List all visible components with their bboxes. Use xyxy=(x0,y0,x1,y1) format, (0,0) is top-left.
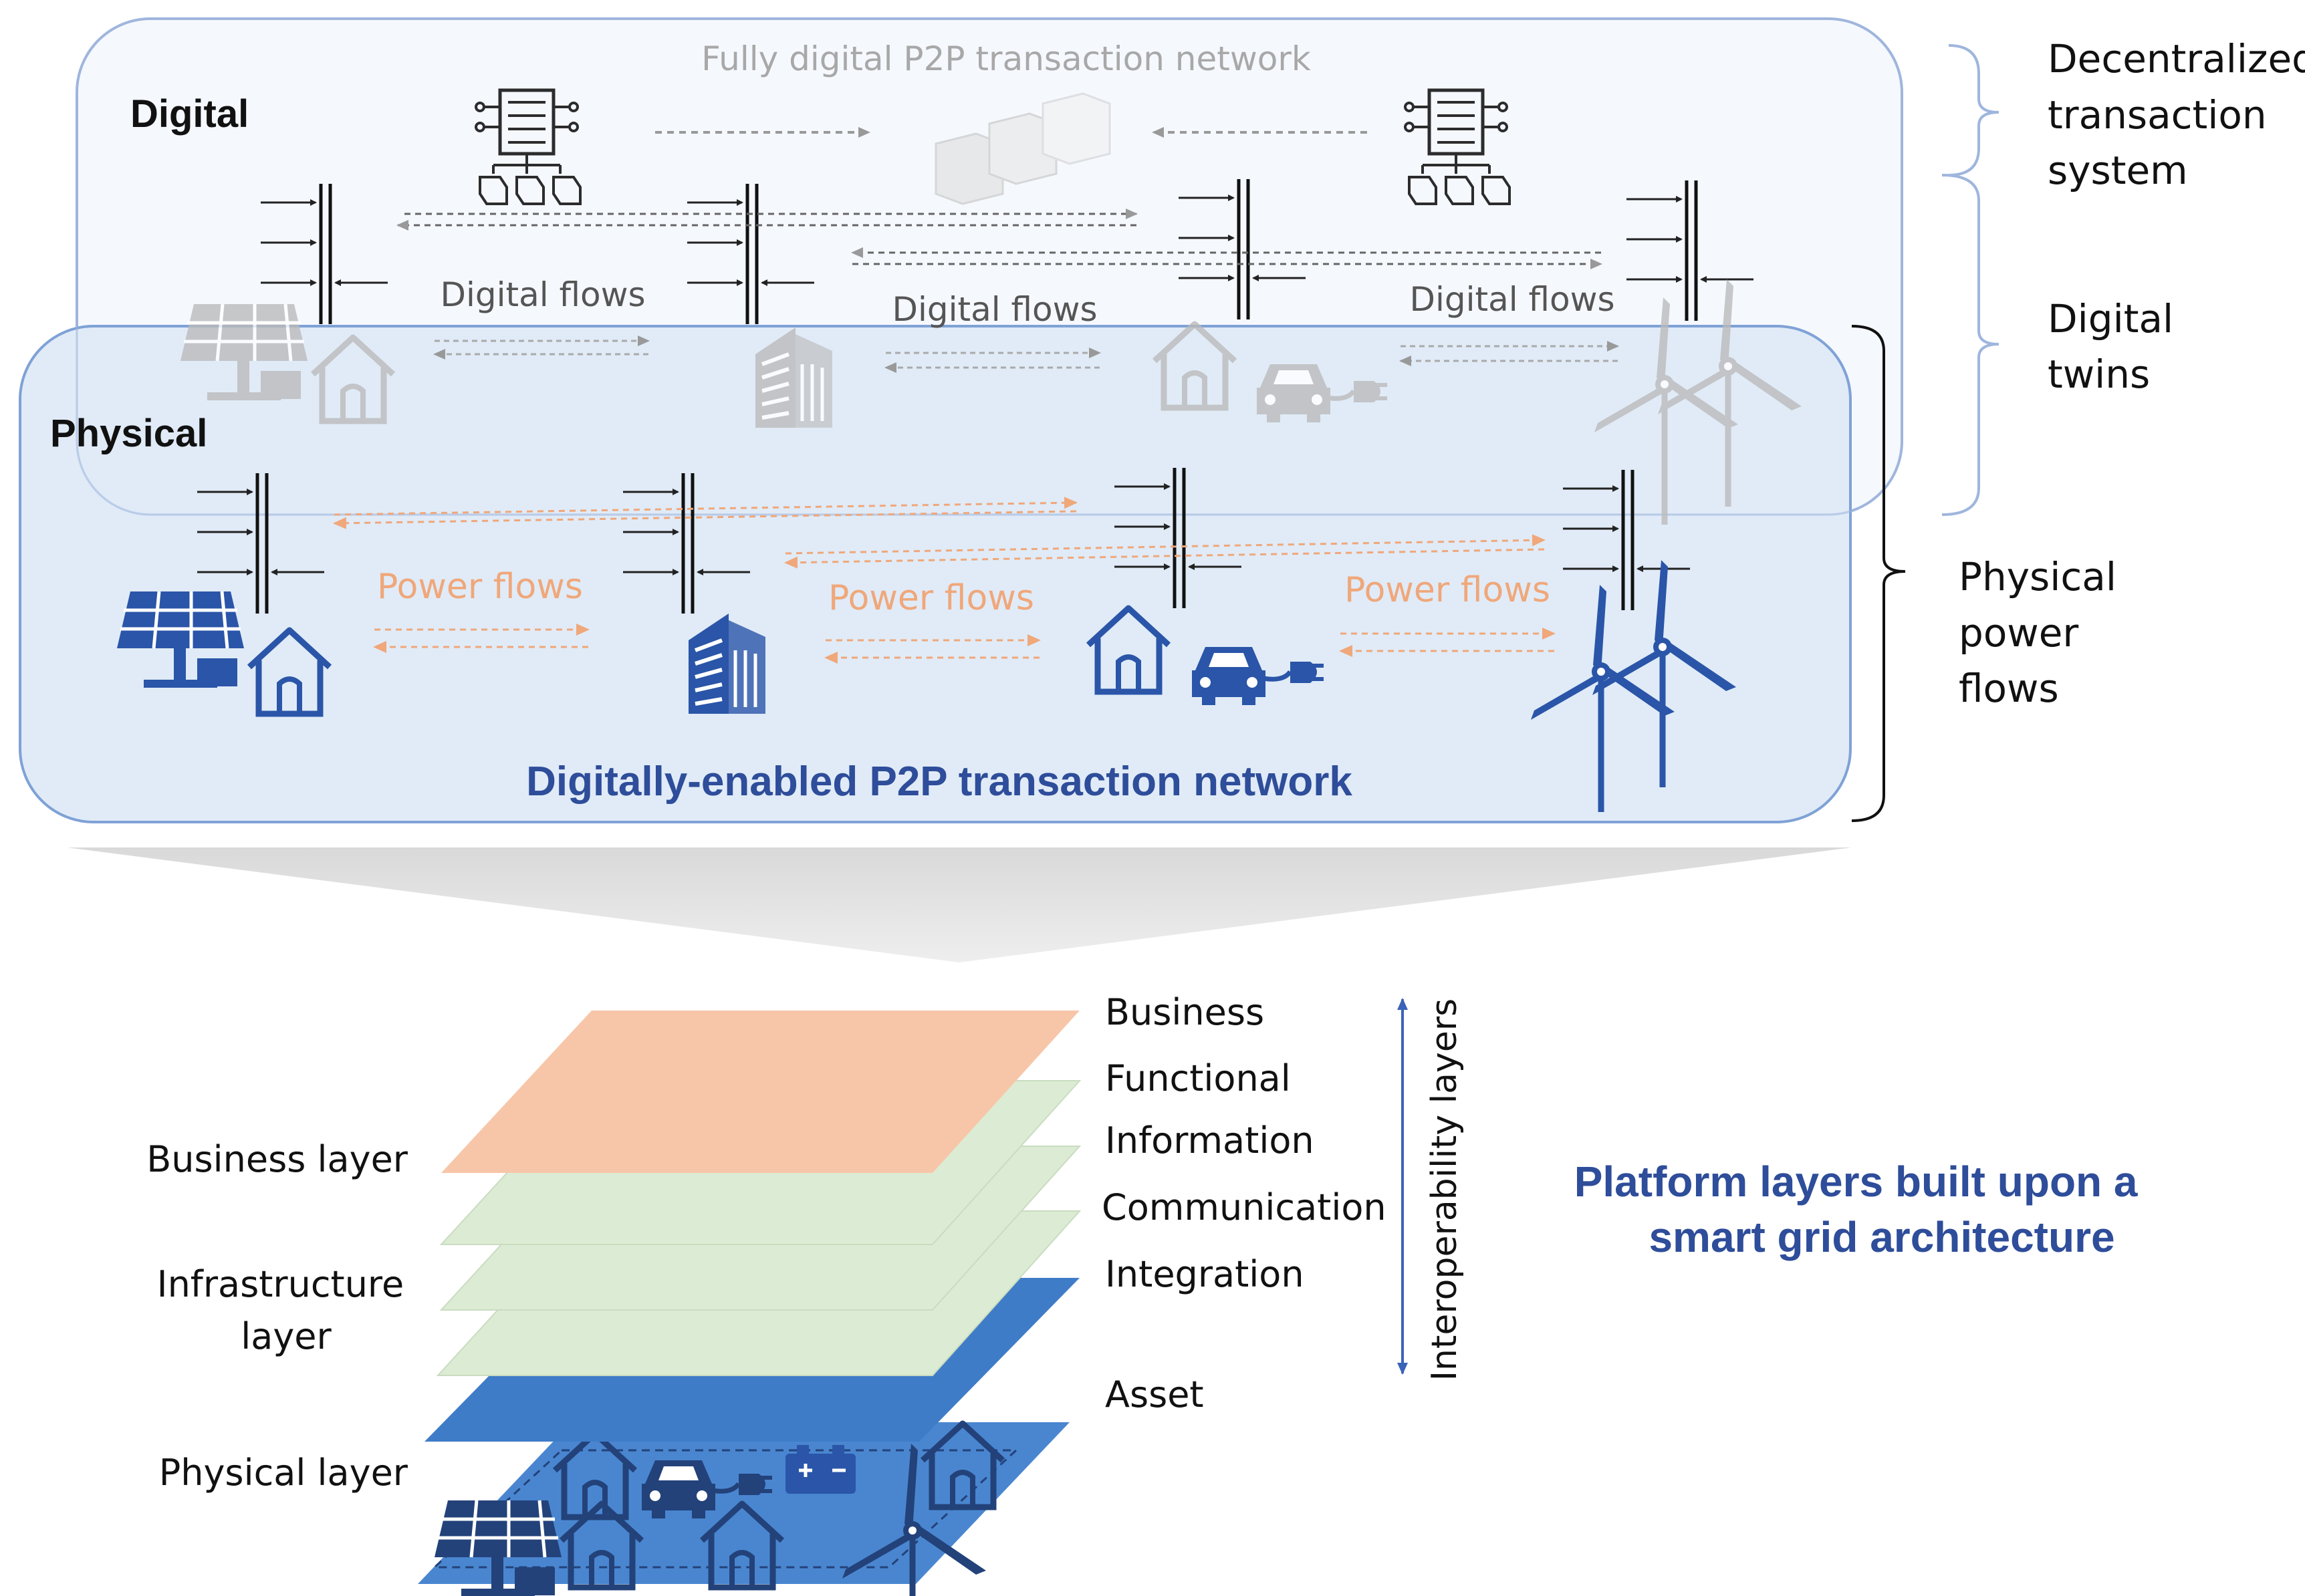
layer-business: Business xyxy=(1105,991,1264,1033)
power-flows-label-2: Power flows xyxy=(828,578,1034,618)
infrastructure-layer-label-1: Infrastructure xyxy=(157,1263,404,1305)
svg-text:Decentralized transaction: Decentralized transaction system xyxy=(2048,36,2305,193)
layer-asset: Asset xyxy=(1105,1373,1204,1416)
bracket-physical xyxy=(1851,325,1906,822)
svg-text:Business Functional In: Business Functional Information Communic… xyxy=(1102,991,1398,1416)
business-layer-plane xyxy=(441,1011,1080,1173)
interoperability-label: Interoperability layers xyxy=(1425,999,1465,1381)
decentralized-line-2: transaction xyxy=(2048,92,2267,138)
asset-layer-plane xyxy=(418,1422,1070,1596)
physical-power-line-2: power xyxy=(1959,610,2078,656)
layer-integration: Integration xyxy=(1105,1253,1304,1295)
car-asset-icon xyxy=(642,1460,715,1518)
platform-caption-line-1: Platform layers built upon a xyxy=(1574,1158,2138,1206)
network-title: Digitally-enabled P2P transaction networ… xyxy=(526,759,1352,805)
svg-text:Infrastructure layer: Infrastructure layer xyxy=(157,1263,416,1357)
physical-power-line-1: Physical xyxy=(1959,554,2116,600)
battery-asset-icon xyxy=(785,1445,856,1494)
digital-flows-label-3: Digital flows xyxy=(1409,280,1614,319)
svg-text:Physical power flows: Physical power flows xyxy=(1959,554,2129,711)
infrastructure-layer-label-2: layer xyxy=(241,1315,332,1357)
power-flows-label-3: Power flows xyxy=(1344,570,1550,610)
bracket-digital-twins xyxy=(1941,174,1999,516)
digital-twins-line-1: Digital xyxy=(2048,296,2173,342)
platform-caption-line-2: smart grid architecture xyxy=(1649,1213,2114,1261)
blockchain-icon xyxy=(935,92,1111,205)
digital-flows-label-1: Digital flows xyxy=(440,275,645,314)
business-layer-label: Business layer xyxy=(146,1138,408,1180)
car-twin-icon xyxy=(1257,364,1330,422)
car-icon xyxy=(1192,647,1265,705)
layer-information: Information xyxy=(1105,1119,1314,1162)
decentralized-line-1: Decentralized xyxy=(2048,36,2305,82)
physical-layer-box xyxy=(19,325,1852,823)
digital-label: Digital xyxy=(130,92,249,136)
funnel-shape xyxy=(67,847,1852,962)
svg-text:Digital twins: Digital twins xyxy=(2048,296,2186,397)
power-flows-label-1: Power flows xyxy=(377,567,583,607)
physical-label: Physical xyxy=(50,412,207,455)
decentralized-line-3: system xyxy=(2048,148,2188,193)
physical-layer-label: Physical layer xyxy=(159,1452,408,1494)
bracket-decentralized xyxy=(1948,44,1999,176)
top-caption: Fully digital P2P transaction network xyxy=(701,39,1311,78)
digital-twins-line-2: twins xyxy=(2048,352,2150,397)
layer-communication: Communication xyxy=(1102,1186,1386,1228)
layer-functional: Functional xyxy=(1105,1057,1291,1099)
svg-text:Platform layers built upon a: Platform layers built upon a smart grid … xyxy=(1574,1158,2150,1261)
digital-flows-label-2: Digital flows xyxy=(892,290,1097,329)
physical-power-line-3: flows xyxy=(1959,666,2059,711)
